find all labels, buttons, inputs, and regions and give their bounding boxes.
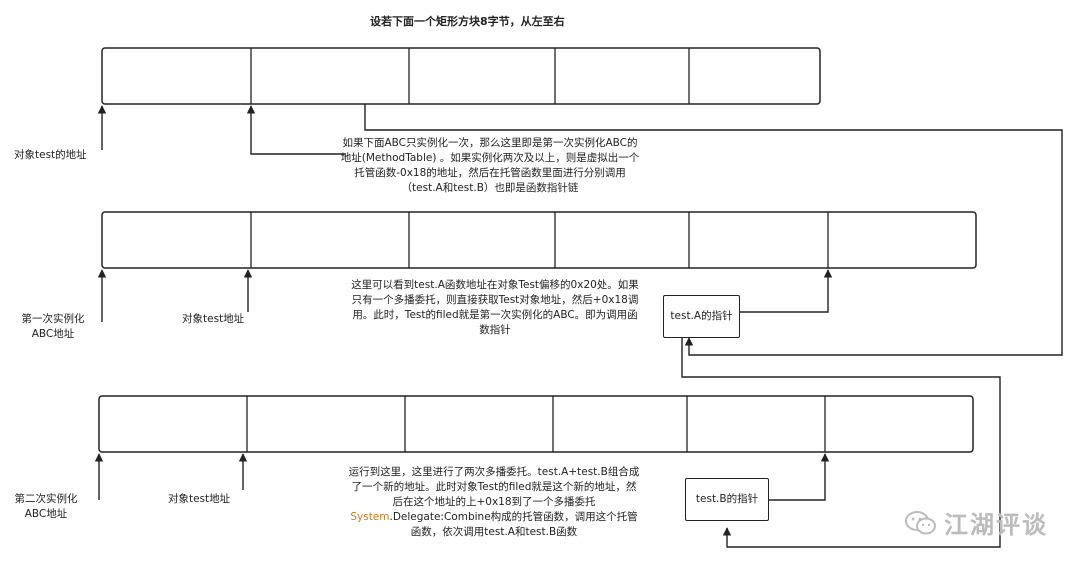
note-row-3: 运行到这里，这里进行了两次多播委托。test.A+test.B组合成了一个新的地… <box>348 465 640 540</box>
watermark: 江湖评谈 <box>904 505 1048 540</box>
arrows-row-3 <box>94 453 830 501</box>
memory-block-row-3 <box>98 395 974 453</box>
note-row-1: 如果下面ABC只实例化一次，那么这里即是第一次实例化ABC的地址(MethodT… <box>340 137 640 194</box>
connector-testA-to-testB <box>681 338 1001 548</box>
note-row-2: 这里可以看到test.A函数地址在对象Test偏移的0x20处。如果只有一个多播… <box>351 279 639 336</box>
test-b-pointer-box: test.B的指针 <box>685 478 769 521</box>
label-first-instance-abc: 第一次实例化ABC地址 <box>21 313 85 340</box>
test-a-pointer-label: test.A的指针 <box>670 310 733 322</box>
note-row-3-highlight: System <box>350 511 390 523</box>
arrows-row-1 <box>97 105 345 155</box>
note-row-3-part2: .Delegate:Combine构成的托管函数，调用这个托管函数，依次调用te… <box>389 511 638 538</box>
arrows-row-2 <box>97 269 833 322</box>
label-second-instance-abc: 第二次实例化ABC地址 <box>14 493 78 520</box>
label-obj-test-addr-1: 对象test的地址 <box>14 149 87 161</box>
test-a-pointer-box: test.A的指针 <box>663 295 740 338</box>
diagram-title: 设若下面一个矩形方块8字节，从左至右 <box>370 15 565 28</box>
label-obj-test-addr-3: 对象test地址 <box>168 493 231 505</box>
label-obj-test-addr-2: 对象test地址 <box>182 313 245 325</box>
test-b-pointer-label: test.B的指针 <box>695 493 759 505</box>
memory-block-row-1 <box>101 47 821 105</box>
watermark-text: 江湖评谈 <box>944 511 1048 539</box>
memory-block-row-2 <box>101 211 977 269</box>
note-row-3-part1: 运行到这里，这里进行了两次多播委托。test.A+test.B组合成了一个新的地… <box>348 466 640 508</box>
wechat-icon <box>905 510 936 534</box>
connector-row1-to-testA <box>364 104 1063 356</box>
